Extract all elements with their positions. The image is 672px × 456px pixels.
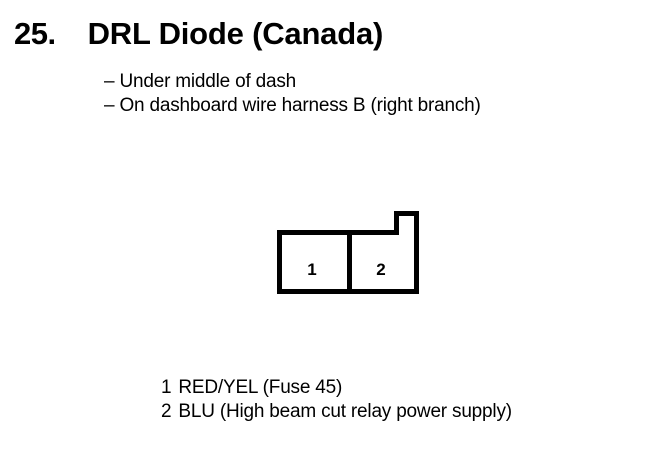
page-title: 25. DRL Diode (Canada) (14, 16, 383, 52)
location-notes: – Under middle of dash – On dashboard wi… (104, 70, 481, 118)
legend-row: 1 RED/YEL (Fuse 45) (161, 376, 512, 400)
legend-row: 2 BLU (High beam cut relay power supply) (161, 400, 512, 424)
legend-terminal-number: 2 (161, 401, 172, 422)
legend-wire-description: BLU (High beam cut relay power supply) (178, 401, 512, 422)
item-number: 25. (14, 16, 56, 51)
legend-wire-description: RED/YEL (Fuse 45) (178, 377, 343, 398)
terminal-label-1: 1 (307, 260, 317, 279)
location-note: – Under middle of dash (104, 71, 297, 92)
terminal-label-2: 2 (376, 260, 386, 279)
terminal-legend: 1 RED/YEL (Fuse 45) 2 BLU (High beam cut r… (161, 376, 512, 424)
component-title: DRL Diode (Canada) (87, 16, 384, 51)
connector-outline-icon (277, 211, 419, 294)
location-note: – On dashboard wire harness B (right bra… (104, 95, 481, 116)
connector-diagram: 1 2 (277, 211, 419, 294)
legend-terminal-number: 1 (161, 377, 172, 398)
